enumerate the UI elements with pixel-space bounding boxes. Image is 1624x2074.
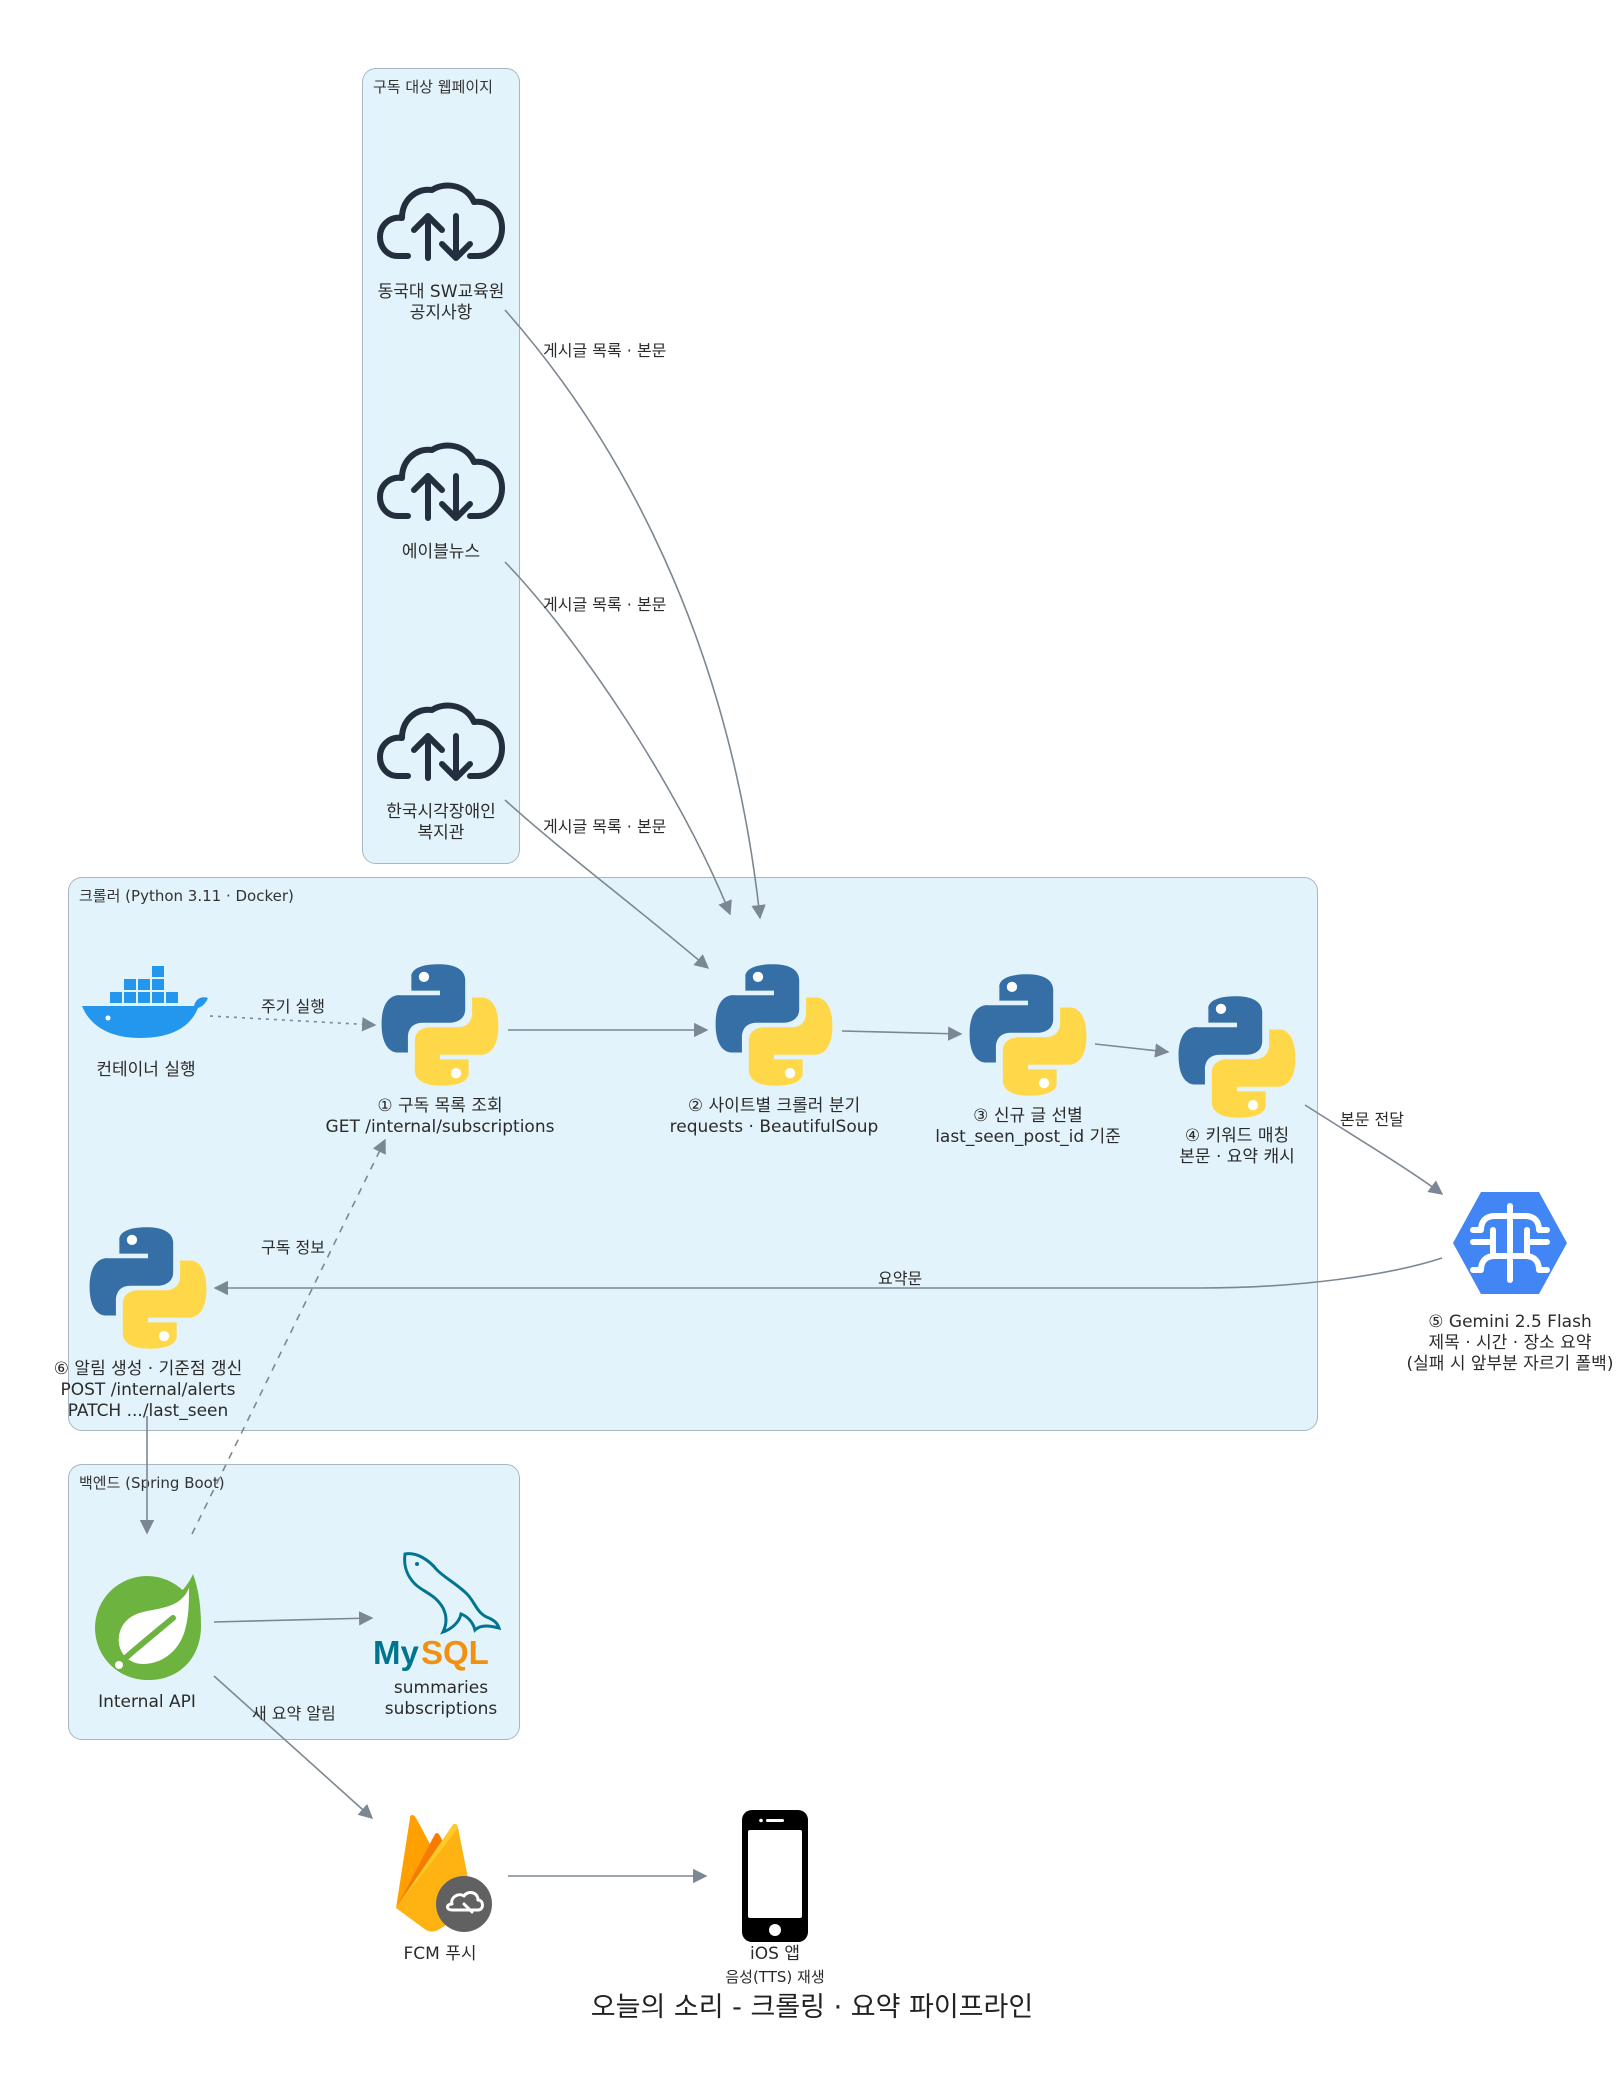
step1-label: ① 구독 목록 조회 GET /internal/subscriptions	[290, 1096, 590, 1138]
python-icon	[381, 964, 499, 1086]
firebase-icon	[396, 1815, 492, 1932]
gemini-label: ⑤ Gemini 2.5 Flash 제목 · 시간 · 장소 요약 (실패 시…	[1385, 1312, 1624, 1375]
step4-line1: ④ 키워드 매칭	[1184, 1126, 1290, 1146]
cluster-backend-label: 백엔드 (Spring Boot)	[79, 1474, 225, 1492]
node-step6: ⑥ 알림 생성 · 기준점 갱신 POST /internal/alerts P…	[30, 1225, 266, 1422]
edge-label-docker: 주기 실행	[261, 997, 325, 1016]
gemini-line2: 제목 · 시간 · 장소 요약	[1428, 1333, 1592, 1353]
edge-api-fcm	[213, 1675, 374, 1819]
node-mysql: My SQL summaries subscriptions	[360, 1548, 522, 1720]
fcm-line1: FCM 푸시	[403, 1944, 477, 1964]
cluster-crawler: 크롤러 (Python 3.11 · Docker)	[68, 877, 1318, 1431]
edge-label-gemini: 요약문	[878, 1269, 923, 1288]
cloud-upload-download-icon	[377, 182, 505, 261]
edge-docker-step1	[209, 1015, 377, 1032]
smartphone-icon	[742, 1810, 808, 1942]
edge-label-site2: 게시글 목록 · 본문	[543, 595, 667, 614]
step1-line2: GET /internal/subscriptions	[325, 1117, 555, 1137]
step2-line1: ② 사이트별 크롤러 분기	[687, 1096, 861, 1116]
node-step3: ③ 신규 글 선별 last_seen_post_id 기준	[878, 972, 1178, 1148]
step6-label: ⑥ 알림 생성 · 기준점 갱신 POST /internal/alerts P…	[30, 1359, 266, 1422]
mysql-line2: subscriptions	[384, 1699, 498, 1719]
edge-step4-gemini	[1304, 1104, 1444, 1195]
api-line1: Internal API	[98, 1692, 196, 1712]
site2-label: 에이블뉴스	[360, 542, 522, 563]
edge-label-fcm: 새 요약 알림	[252, 1704, 336, 1723]
edge-api-mysql	[213, 1611, 374, 1626]
edge-label-api: 구독 정보	[261, 1238, 325, 1257]
mysql-line1: summaries	[393, 1678, 489, 1698]
node-api: Internal API	[72, 1568, 222, 1713]
cluster-sources-label: 구독 대상 웹페이지	[373, 78, 493, 96]
gemini-line1: ⑤ Gemini 2.5 Flash	[1428, 1312, 1592, 1332]
step2-label: ② 사이트별 크롤러 분기 requests · BeautifulSoup	[624, 1096, 924, 1138]
python-icon	[1178, 996, 1296, 1118]
api-label: Internal API	[72, 1692, 222, 1713]
mysql-icon: My SQL	[373, 1552, 502, 1671]
node-ios: iOS 앱 음성(TTS) 재생	[700, 1808, 850, 1988]
site2-line1: 에이블뉴스	[401, 542, 481, 562]
ios-line1: iOS 앱	[750, 1944, 800, 1964]
node-fcm: FCM 푸시	[380, 1808, 500, 1965]
node-site2: 에이블뉴스	[360, 438, 522, 563]
edge-api-step1	[191, 1138, 386, 1535]
edge-step2-step3	[841, 1026, 963, 1041]
step4-label: ④ 키워드 매칭 본문 · 요약 캐시	[1112, 1126, 1362, 1168]
node-docker: 컨테이너 실행	[66, 962, 226, 1081]
ios-label: iOS 앱	[700, 1944, 850, 1965]
edge-site2-step2	[504, 561, 732, 916]
edge-site1-step2	[504, 309, 766, 920]
gemini-line3: (실패 시 앞부분 자르기 폴백)	[1406, 1354, 1614, 1374]
edge-label-site1: 게시글 목록 · 본문	[543, 341, 667, 360]
docker-icon	[82, 966, 208, 1038]
edge-step3-step4	[1094, 1043, 1170, 1058]
site1-line2: 공지사항	[409, 303, 473, 323]
node-site1: 동국대 SW교육원 공지사항	[360, 178, 522, 324]
node-site3: 한국시각장애인 복지관	[360, 698, 522, 844]
edge-label-step4: 본문 전달	[1340, 1110, 1404, 1129]
step3-line2: last_seen_post_id 기준	[935, 1127, 1121, 1147]
fcm-label: FCM 푸시	[380, 1944, 500, 1965]
node-gemini: ⑤ Gemini 2.5 Flash 제목 · 시간 · 장소 요약 (실패 시…	[1385, 1190, 1624, 1375]
step3-label: ③ 신규 글 선별 last_seen_post_id 기준	[878, 1106, 1178, 1148]
node-step4: ④ 키워드 매칭 본문 · 요약 캐시	[1112, 994, 1362, 1168]
diagram-title: 오늘의 소리 - 크롤링 · 요약 파이프라인	[590, 1992, 1034, 2023]
cluster-crawler-label: 크롤러 (Python 3.11 · Docker)	[79, 887, 294, 905]
python-icon	[969, 974, 1087, 1096]
ai-brain-icon	[1453, 1192, 1567, 1294]
svg-text:My: My	[373, 1634, 419, 1671]
edge-site3-step2	[504, 799, 710, 969]
edge-label-site3: 게시글 목록 · 본문	[543, 817, 667, 836]
step1-line1: ① 구독 목록 조회	[377, 1096, 503, 1116]
node-step2: ② 사이트별 크롤러 분기 requests · BeautifulSoup	[624, 962, 924, 1138]
step6-line1: ⑥ 알림 생성 · 기준점 갱신	[53, 1359, 243, 1379]
site3-line2: 복지관	[417, 823, 465, 843]
step4-line2: 본문 · 요약 캐시	[1179, 1147, 1295, 1167]
python-icon	[89, 1227, 207, 1349]
cloud-upload-download-icon	[377, 702, 505, 781]
cloud-upload-download-icon	[377, 442, 505, 521]
python-icon	[715, 964, 833, 1086]
edge-gemini-step6	[213, 1257, 1443, 1296]
step3-line1: ③ 신규 글 선별	[973, 1106, 1083, 1126]
ios-sublabel: 음성(TTS) 재생	[725, 1968, 825, 1986]
step6-line2: POST /internal/alerts	[60, 1380, 236, 1400]
docker-label: 컨테이너 실행	[66, 1060, 226, 1081]
site1-label: 동국대 SW교육원 공지사항	[360, 282, 522, 324]
node-step1: ① 구독 목록 조회 GET /internal/subscriptions	[290, 962, 590, 1138]
site3-label: 한국시각장애인 복지관	[360, 802, 522, 844]
svg-text:SQL: SQL	[421, 1634, 489, 1671]
mysql-label: summaries subscriptions	[360, 1678, 522, 1720]
spring-icon	[95, 1574, 201, 1680]
step6-line3: PATCH .../last_seen	[67, 1401, 229, 1421]
site3-line1: 한국시각장애인	[386, 802, 496, 822]
docker-line1: 컨테이너 실행	[96, 1060, 196, 1080]
step2-line2: requests · BeautifulSoup	[669, 1117, 879, 1137]
site1-line1: 동국대 SW교육원	[377, 282, 505, 302]
